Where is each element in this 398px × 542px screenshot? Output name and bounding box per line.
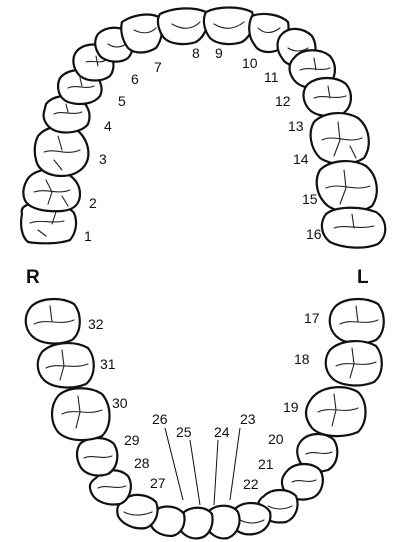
tooth-17[interactable] — [328, 298, 385, 345]
tooth-30-number: 30 — [112, 395, 128, 411]
tooth-20-number: 20 — [268, 431, 284, 447]
tooth-13-number: 13 — [288, 118, 304, 134]
tooth-21[interactable] — [280, 462, 324, 501]
right-side-label: R — [26, 267, 40, 288]
tooth-21-number: 21 — [258, 456, 274, 472]
tooth-11-number: 11 — [264, 69, 279, 85]
tooth-29[interactable] — [75, 436, 119, 477]
tooth-26-number: 26 — [152, 411, 168, 427]
tooth-10-number: 10 — [242, 55, 258, 71]
tooth-32[interactable] — [24, 298, 81, 345]
left-side-label: L — [357, 267, 369, 288]
tooth-4-number: 4 — [104, 118, 112, 134]
tooth-14[interactable] — [302, 76, 352, 118]
tooth-3-number: 3 — [99, 151, 107, 167]
tooth-19-number: 19 — [283, 399, 299, 415]
tooth-18[interactable] — [324, 340, 383, 387]
tooth-15[interactable] — [309, 112, 370, 166]
tooth-22-number: 22 — [243, 476, 259, 492]
tooth-27-number: 27 — [150, 475, 166, 491]
tooth-28-number: 28 — [134, 455, 150, 471]
tooth-8[interactable] — [120, 13, 164, 54]
leader-line-24 — [213, 439, 219, 506]
tooth-19[interactable] — [304, 386, 367, 438]
tooth-16-number: 16 — [306, 226, 322, 242]
upper-arch: 1 2 3 4 5 6 7 8 9 10 11 12 13 14 15 16 — [20, 6, 387, 249]
tooth-12-number: 12 — [275, 93, 291, 109]
lower-arch: 17 18 19 20 21 22 23 24 25 26 27 28 29 3… — [24, 298, 385, 540]
tooth-9[interactable] — [156, 7, 209, 46]
tooth-16b — [320, 206, 387, 249]
tooth-23-number: 23 — [240, 411, 256, 427]
tooth-10[interactable] — [202, 6, 255, 46]
tooth-8-number: 8 — [192, 45, 200, 61]
tooth-25-number: 25 — [176, 424, 192, 440]
tooth-28[interactable] — [88, 469, 132, 506]
tooth-2[interactable] — [22, 168, 82, 213]
tooth-2-number: 2 — [89, 195, 97, 211]
tooth-7-number: 7 — [154, 59, 162, 75]
tooth-9-number: 9 — [215, 45, 223, 61]
leader-line-23 — [229, 427, 241, 501]
tooth-17-number: 17 — [304, 310, 320, 326]
leader-line-25 — [189, 439, 201, 506]
tooth-3[interactable] — [33, 125, 90, 178]
tooth-14-number: 14 — [293, 151, 309, 167]
tooth-32-number: 32 — [88, 316, 104, 332]
tooth-31[interactable] — [36, 342, 95, 389]
tooth-16[interactable] — [315, 160, 378, 214]
tooth-31-number: 31 — [100, 356, 116, 372]
tooth-27[interactable] — [116, 493, 159, 530]
leader-line-26 — [164, 427, 184, 501]
tooth-30[interactable] — [50, 387, 111, 442]
tooth-15-number: 15 — [302, 191, 318, 207]
tooth-1-number: 1 — [84, 228, 92, 244]
tooth-24-number: 24 — [214, 424, 230, 440]
tooth-6-number: 6 — [131, 71, 139, 87]
tooth-29-number: 29 — [124, 432, 140, 448]
tooth-5-number: 5 — [118, 93, 126, 109]
tooth-20[interactable] — [296, 432, 339, 473]
tooth-18-number: 18 — [294, 351, 310, 367]
